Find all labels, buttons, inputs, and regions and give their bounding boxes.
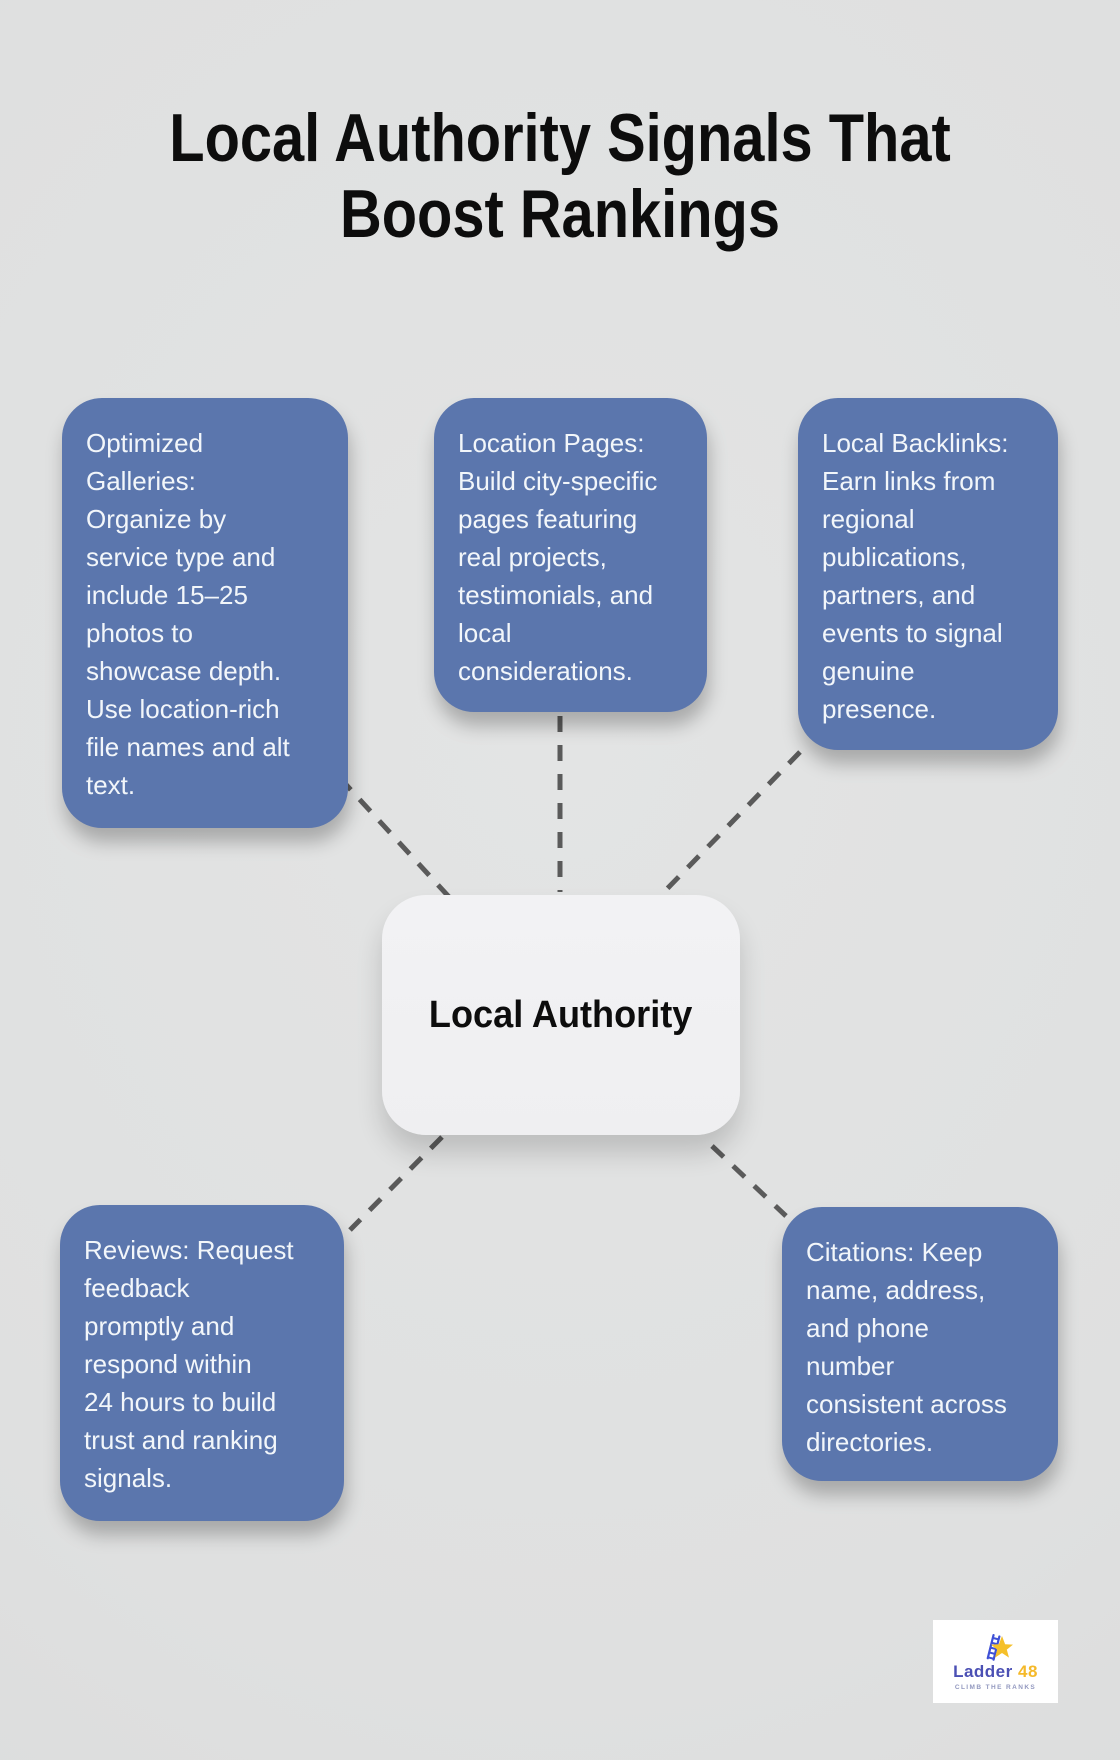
branch-box-optimized-galleries: Optimized Galleries: Organize by service… [62,398,348,828]
connector-citations-line [710,1144,788,1218]
page-title: Local Authority Signals That Boost Ranki… [169,100,951,252]
logo-wordmark: Ladder 48 [953,1663,1038,1681]
branch-box-reviews: Reviews: Request feedback promptly and r… [60,1205,344,1521]
branch-box-citations: Citations: Keep name, address, and phone… [782,1207,1058,1481]
center-node: Local Authority [382,895,740,1135]
ladder-star-icon [986,1633,1013,1661]
star-icon [990,1636,1013,1658]
branch-box-location-pages: Location Pages: Build city-specific page… [434,398,707,712]
logo-number-text: 48 [1018,1662,1038,1681]
logo-card: Ladder 48 CLIMB THE RANKS [933,1620,1058,1703]
connector-backlinks-line [662,750,802,894]
connector-galleries-line [338,776,452,900]
logo-brand-text: Ladder [953,1662,1013,1681]
logo-tagline: CLIMB THE RANKS [954,1684,1037,1691]
connector-reviews-line [348,1135,444,1232]
center-node-label: Local Authority [429,993,693,1036]
branch-box-local-backlinks: Local Backlinks: Earn links from regiona… [798,398,1058,750]
